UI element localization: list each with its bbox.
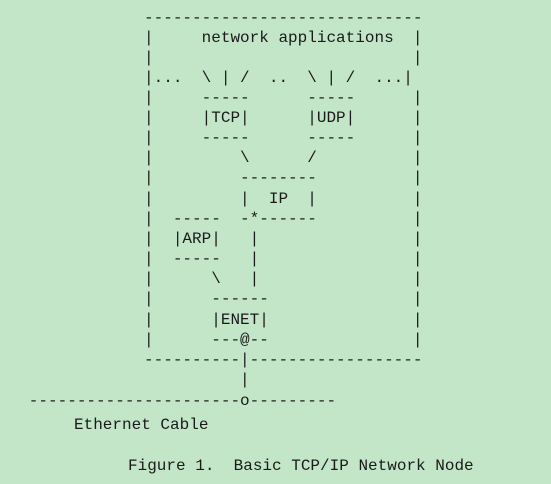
arp-box: | |ARP| | | [0,230,423,248]
enet-box-bottom: | ---@-- | [0,331,423,349]
ip-box-top: | -------- | [0,169,423,187]
figure-caption: Figure 1. Basic TCP/IP Network Node [128,457,474,475]
tcp-udp-boxes: | |TCP| |UDP| | [0,109,423,127]
arp-box-top-ip-bottom: | ----- -*------ | [0,210,423,228]
ip-box: | | IP | | [0,190,423,208]
transport-box-top: | ----- ----- | [0,89,423,107]
ethernet-cable-line: ----------------------o--------- [0,392,337,410]
ethernet-cable-label: Ethernet Cable [74,416,209,434]
transport-to-ip-links: | \ / | [0,149,423,167]
arp-to-enet-link: | \ | | [0,270,423,288]
node-box-top-border: ----------------------------- [0,9,423,27]
node-box-bottom-border: ----------|------------------ [0,351,423,369]
application-connectors: |... \ | / .. \ | / ...| [0,69,413,87]
transceiver-drop-line: | [0,371,250,389]
transport-box-bottom: | ----- ----- | [0,129,423,147]
diagram-line: | | [0,49,423,67]
network-applications-row: | network applications | [0,29,423,47]
enet-box: | |ENET| | [0,311,423,329]
arp-box-bottom: | ----- | | [0,250,423,268]
enet-box-top: | ------ | [0,290,423,308]
